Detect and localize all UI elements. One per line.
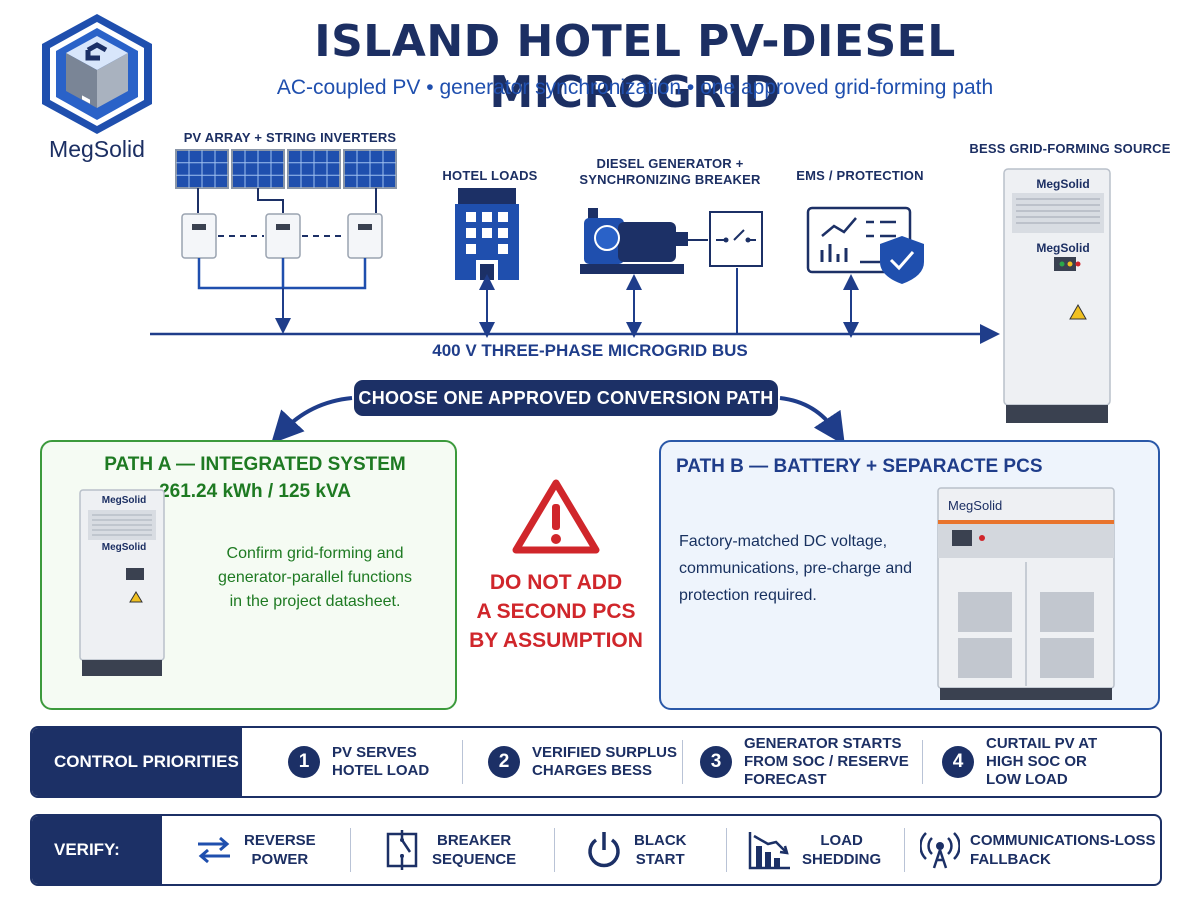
bus-label: 400 V THREE-PHASE MICROGRID BUS: [432, 341, 748, 360]
path-a-heading: PATH A — INTEGRATED SYSTEM 261.24 kWh / …: [60, 451, 450, 505]
priority-divider: [462, 740, 463, 784]
path-a-rating: 261.24 kWh / 125 kVA: [159, 481, 351, 502]
verify-item-breaker-sequence: BREAKER SEQUENCE: [382, 816, 516, 884]
verify-2-line2: SEQUENCE: [432, 851, 517, 868]
verify-1-line2: POWER: [251, 851, 309, 868]
priority-number-4: 4: [942, 746, 974, 778]
priority-item-4: 4 CURTAIL PV AT HIGH SOC OR LOW LOAD: [942, 728, 1097, 796]
verify-bar: VERIFY: REVERSE POWER BREAKER SEQUENCE: [30, 814, 1162, 886]
warning-line-3: BY ASSUMPTION: [469, 629, 643, 652]
path-b-title: PATH B — BATTERY + SEPARACTE PCS: [676, 456, 1043, 477]
priority-item-1: 1 PV SERVES HOTEL LOAD: [288, 728, 429, 796]
page-subtitle: AC-coupled PV • generator synchronizatio…: [276, 76, 994, 99]
megsolid-logo: [38, 12, 156, 136]
priority-number-1: 1: [288, 746, 320, 778]
string-inverter-icon: [181, 213, 383, 334]
verify-4-line1: LOAD: [820, 832, 863, 849]
verify-divider: [350, 828, 351, 872]
verify-text-communications-loss: COMMUNICATIONS-LOSS FALLBACK: [970, 831, 1156, 869]
warning-text: DO NOT ADD A SECOND PCS BY ASSUMPTION: [466, 568, 646, 655]
battery-pcs-cabinet: [936, 486, 1116, 702]
priority-1-line1: PV SERVES: [332, 744, 417, 761]
priority-text-2: VERIFIED SURPLUS CHARGES BESS: [532, 744, 677, 780]
priority-text-4: CURTAIL PV AT HIGH SOC OR LOW LOAD: [986, 735, 1097, 789]
priority-number-3: 3: [700, 746, 732, 778]
reverse-power-icon: [198, 836, 230, 864]
hotel-building-icon: [455, 188, 519, 338]
warning-triangle-icon: [512, 478, 600, 556]
priority-4-line1: CURTAIL PV AT: [986, 735, 1098, 752]
battery-pcs-brand: MegSolid: [948, 498, 1003, 513]
solar-panel-icon: [175, 149, 397, 213]
priority-item-3: 3 GENERATOR STARTS FROM SOC / RESERVE FO…: [700, 728, 909, 796]
pv-array-label: PV ARRAY + STRING INVERTERS: [183, 130, 397, 145]
verify-text-load-shedding: LOAD SHEDDING: [802, 831, 881, 869]
integrated-cabinet-brand-mid: MegSolid: [101, 542, 147, 553]
bess-brand-top: MegSolid: [1036, 177, 1090, 191]
verify-text-reverse-power: REVERSE POWER: [244, 831, 316, 869]
verify-divider: [554, 828, 555, 872]
power-icon: [588, 832, 620, 868]
logo-wordmark: MegSolid: [49, 136, 145, 162]
warning-line-1: DO NOT ADD: [489, 571, 623, 594]
antenna-icon: [920, 832, 960, 869]
verify-text-black-start: BLACK START: [634, 831, 687, 869]
path-b-body: Factory-matched DC voltage, communicatio…: [679, 533, 913, 604]
choose-path-banner: CHOOSE ONE APPROVED CONVERSION PATH: [354, 380, 778, 416]
bess-label: BESS GRID-FORMING SOURCE: [969, 141, 1171, 156]
priority-3-line2: FROM SOC / RESERVE: [744, 753, 909, 770]
priority-divider: [922, 740, 923, 784]
path-a-title: PATH A — INTEGRATED SYSTEM: [104, 454, 406, 475]
page-title: ISLAND HOTEL PV-DIESEL MICROGRID: [314, 16, 956, 118]
priority-divider: [682, 740, 683, 784]
verify-item-reverse-power: REVERSE POWER: [194, 816, 316, 884]
verify-divider: [904, 828, 905, 872]
bess-cabinet: [1002, 165, 1112, 427]
load-shedding-icon: [748, 832, 790, 870]
diesel-generator-icon: [580, 208, 763, 338]
verify-item-load-shedding: LOAD SHEDDING: [748, 816, 881, 884]
ems-protection-label: EMS / PROTECTION: [796, 168, 924, 183]
control-priorities-bar: CONTROL PRIORITIES 1 PV SERVES HOTEL LOA…: [30, 726, 1162, 798]
verify-1-line1: REVERSE: [244, 832, 316, 849]
diesel-label-line1: DIESEL GENERATOR +: [596, 156, 744, 171]
verify-item-communications-loss: COMMUNICATIONS-LOSS FALLBACK: [920, 816, 1156, 884]
hotel-loads-label: HOTEL LOADS: [442, 168, 538, 183]
integrated-cabinet: [78, 488, 166, 680]
diesel-label-line2: SYNCHRONIZING BREAKER: [579, 172, 761, 187]
priority-4-line2: HIGH SOC OR: [986, 753, 1087, 770]
warning-line-2: A SECOND PCS: [476, 600, 636, 623]
verify-2-line1: BREAKER: [437, 832, 512, 849]
priority-item-2: 2 VERIFIED SURPLUS CHARGES BESS: [488, 728, 677, 796]
priority-3-line1: GENERATOR STARTS: [744, 735, 902, 752]
priority-2-line2: CHARGES BESS: [532, 762, 653, 779]
integrated-cabinet-brand-top: MegSolid: [101, 495, 147, 506]
verify-heading: VERIFY:: [32, 816, 162, 884]
priority-1-line2: HOTEL LOAD: [332, 762, 430, 779]
verify-text-breaker-sequence: BREAKER SEQUENCE: [432, 831, 516, 869]
breaker-icon: [386, 830, 418, 870]
verify-3-line2: START: [635, 851, 685, 868]
priority-4-line3: LOW LOAD: [986, 771, 1068, 788]
control-priorities-heading: CONTROL PRIORITIES: [32, 728, 242, 796]
ems-monitor-icon: [806, 206, 924, 338]
bess-brand-mid: MegSolid: [1036, 241, 1090, 255]
priority-3-line3: FORECAST: [744, 771, 827, 788]
verify-5-line1: COMMUNICATIONS-LOSS: [970, 832, 1156, 849]
priority-number-2: 2: [488, 746, 520, 778]
verify-5-line2: FALLBACK: [970, 851, 1051, 868]
verify-item-black-start: BLACK START: [584, 816, 687, 884]
priority-2-line1: VERIFIED SURPLUS: [532, 744, 678, 761]
path-choice-arrows: [271, 396, 845, 446]
verify-4-line2: SHEDDING: [802, 851, 882, 868]
path-a-body: Confirm grid-forming and generator-paral…: [218, 545, 412, 610]
verify-divider: [726, 828, 727, 872]
priority-text-3: GENERATOR STARTS FROM SOC / RESERVE FORE…: [744, 735, 909, 789]
diesel-generator-label: DIESEL GENERATOR + SYNCHRONIZING BREAKER: [570, 156, 770, 188]
microgrid-diagram: [150, 149, 1000, 446]
priority-text-1: PV SERVES HOTEL LOAD: [332, 744, 429, 780]
verify-3-line1: BLACK: [634, 832, 687, 849]
